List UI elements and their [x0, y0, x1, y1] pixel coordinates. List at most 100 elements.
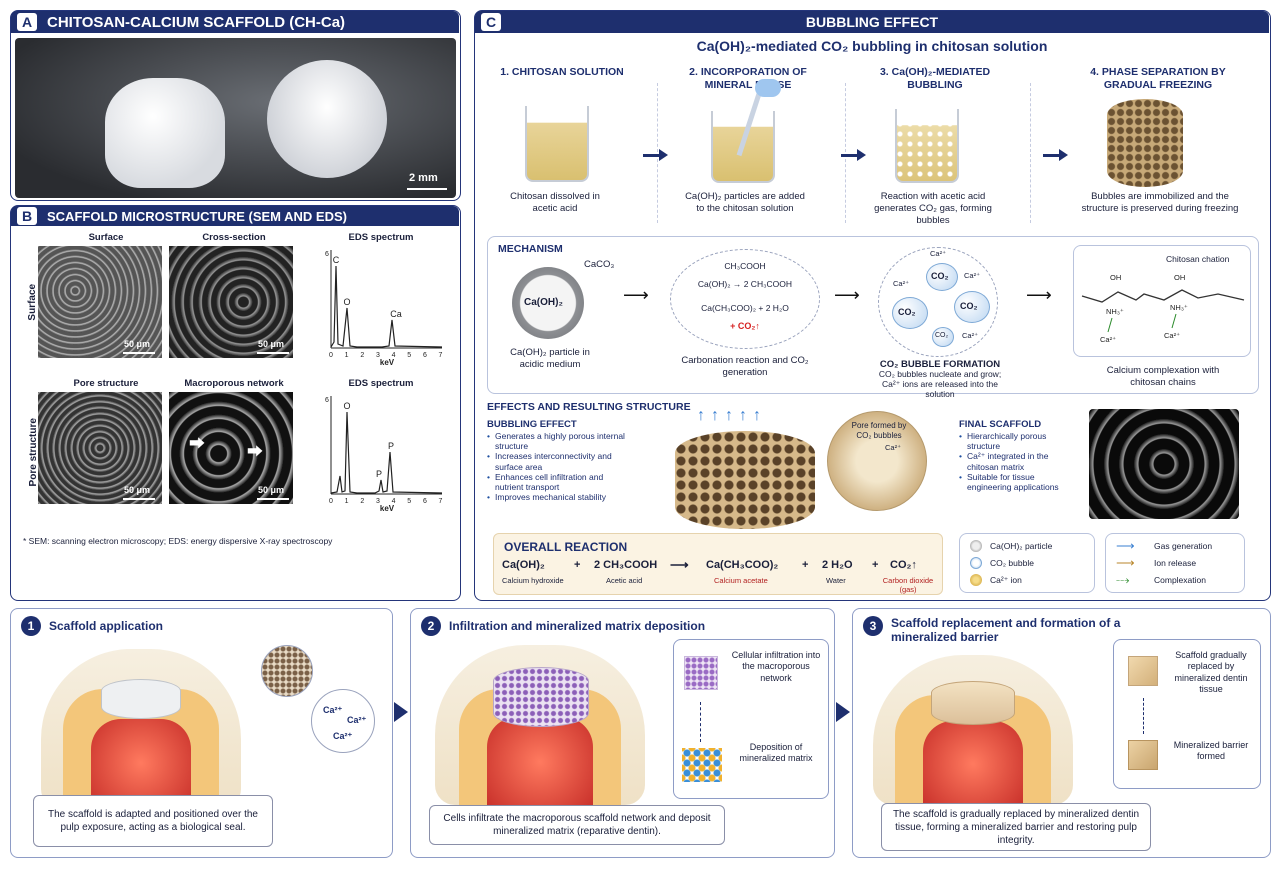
step-divider-1 — [657, 83, 658, 223]
ca-ion-3: Ca²⁺ — [964, 271, 981, 280]
eds2-peak-p2: P — [388, 441, 394, 451]
legend-arrow: Ion release — [1154, 558, 1197, 568]
eds1-tick: 6 — [423, 352, 427, 359]
bubbling-effect-title: BUBBLING EFFECT — [487, 419, 577, 430]
reaction-term: 2 CH₃COOH — [594, 559, 658, 571]
tooth-1-pulp — [91, 719, 191, 807]
bottom-3-number: 3 — [863, 616, 883, 636]
step-arrow-2-line — [841, 154, 859, 157]
step-arrow-3 — [1059, 149, 1068, 161]
legend-item: CO₂ bubble — [990, 558, 1034, 568]
chitosan-backbone — [1081, 289, 1245, 303]
col-label-cross-section: Cross-section — [202, 232, 266, 243]
matrix-cells-icon — [682, 748, 722, 782]
tooth-2-infiltrated-scaffold — [493, 667, 589, 727]
dashed-arrow-down — [700, 702, 701, 742]
reaction-plus: + — [574, 559, 581, 571]
complex-arrow-1 — [1107, 317, 1113, 333]
chitosan-title: Chitosan chation — [1166, 254, 1230, 264]
legend-ca-icon — [970, 574, 982, 586]
eds2-tick: 1 — [345, 498, 349, 505]
eds2-tick: 4 — [392, 498, 396, 505]
reaction-term: Ca(OH)₂ — [502, 559, 545, 571]
co2-bubble-3 — [954, 291, 990, 323]
infiltration-side-1: Cellular infiltration into the macroporo… — [731, 650, 821, 683]
final-scaffold-item: Hierarchically porous structure — [959, 431, 1069, 451]
step-4-title: 4. PHASE SEPARATION BY GRADUAL FREEZING — [1090, 66, 1226, 91]
step-divider-2 — [845, 83, 846, 223]
panel-c-letter: C — [481, 13, 501, 31]
legend-arrow: Complexation — [1154, 575, 1206, 585]
bottom-1-number: 1 — [21, 616, 41, 636]
bottom-panel-2: 2 Infiltration and mineralized matrix de… — [410, 608, 835, 858]
tooth-3-pulp — [923, 721, 1023, 807]
tooth-3-mineral-barrier — [931, 681, 1015, 725]
legend-box-arrows: ⟶ Gas generation ⟶ Ion release ⤏ Complex… — [1105, 533, 1245, 593]
bottom-2-header: 2 Infiltration and mineralized matrix de… — [421, 616, 705, 636]
gas-arrows-icon: ↑↑↑↑↑ — [697, 407, 767, 424]
eds2-tick: 7 — [439, 498, 443, 505]
eq-line-4: + CO₂↑ — [730, 321, 760, 331]
replacement-side-2: Mineralized barrier formed — [1173, 740, 1249, 762]
bottom-3-title: Scaffold replacement and formation of a … — [891, 616, 1121, 644]
legend-item: Ca²⁺ ion — [990, 575, 1022, 585]
eds2-xlabel: keV — [380, 504, 395, 512]
eds1-tick: 0 — [329, 352, 333, 359]
bottom-2-number: 2 — [421, 616, 441, 636]
chitosan-desc: Calcium complexation with chitosan chain… — [1106, 365, 1220, 388]
panel-c-subtitle: Ca(OH)₂-mediated CO₂ bubbling in chitosa… — [696, 38, 1048, 54]
bottom-1-title: Scaffold application — [49, 619, 164, 633]
reaction-arrow: ⟶ — [670, 557, 689, 572]
final-scaffold-sem — [1089, 409, 1239, 519]
reaction-plus: + — [802, 559, 809, 571]
reaction-term: Ca(CH₃COO)₂ — [706, 559, 779, 571]
legend-caoh2-icon — [970, 540, 982, 552]
chitosan-chain: OH OH NH₃⁺ NH₃⁺ Ca²⁺ Ca²⁺ — [1081, 273, 1245, 344]
scaffold-cylinder-left — [105, 78, 225, 188]
eds2-tick: 0 — [329, 498, 333, 505]
ca-ion-4: Ca²⁺ — [962, 331, 979, 340]
co2-bubble-2 — [892, 297, 928, 329]
eds1-tick: 3 — [376, 352, 380, 359]
beaker-chitosan — [525, 106, 589, 182]
bottom-1-header: 1 Scaffold application — [21, 616, 163, 636]
bottom-panel-1: 1 Scaffold application Ca²⁺ Ca²⁺ Ca²⁺ Th… — [10, 608, 393, 858]
step-arrow-1-line — [643, 154, 661, 157]
eds2-ticks: 0 1 2 3 4 5 6 7 — [329, 498, 443, 505]
glove-hand-icon — [755, 79, 781, 97]
caco3-label: CaCO₃ — [584, 259, 615, 270]
co2-bubble-3-label: CO₂ — [960, 301, 978, 311]
legend-arrow: Gas generation — [1154, 541, 1213, 551]
reaction-term: CO₂↑ — [890, 559, 917, 571]
bottom-panel-3: 3 Scaffold replacement and formation of … — [852, 608, 1271, 858]
arrow-mech-3: ⟶ — [1026, 285, 1052, 305]
step-1-title: 1. CHITOSAN SOLUTION — [500, 66, 624, 78]
eds1-peak-o: O — [343, 297, 350, 307]
step-4-desc: Bubbles are immobilized and the structur… — [1081, 191, 1239, 214]
reaction-plus: + — [872, 559, 879, 571]
final-scaffold-item: Ca²⁺ integrated in the chitosan matrix — [959, 451, 1069, 471]
bubble-formation-title: CO₂ BUBBLE FORMATION — [879, 359, 1001, 370]
scaffold-zoom-circle — [261, 645, 313, 697]
eds1-ticks: 0 1 2 3 4 5 6 7 — [329, 352, 443, 359]
eds-spectrum-1: C O Ca 6 0 1 2 3 4 5 6 7 keV — [325, 250, 443, 366]
legend-co2-icon — [970, 557, 982, 569]
co2-bubble-2-label: CO₂ — [898, 307, 916, 317]
step-3-title: 3. Ca(OH)₂-MEDIATED BUBBLING — [879, 66, 991, 91]
replacement-side-box: Scaffold gradually replaced by mineraliz… — [1113, 639, 1261, 789]
arrow-mech-2: ⟶ — [834, 285, 860, 305]
overall-reaction-title: OVERALL REACTION — [504, 540, 628, 554]
eds2-peak-o: O — [343, 401, 350, 411]
eds1-tick: 4 — [392, 352, 396, 359]
bubble-circle — [878, 247, 998, 357]
eds-spectrum-2: O P P 6 0 1 2 3 4 5 6 7 keV — [325, 396, 443, 512]
co2-bubble-4 — [932, 327, 954, 347]
bubbling-effect-list: Generates a highly porous internal struc… — [487, 431, 627, 503]
eds1-peak-c: C — [333, 255, 340, 265]
scaffold-cylinder-right — [267, 60, 387, 178]
eq-line-1: CH₃COOH — [724, 261, 766, 271]
mechanism-title: MECHANISM — [498, 243, 563, 255]
legend-item: Ca(OH)₂ particle — [990, 541, 1053, 551]
eds1-tick: 2 — [360, 352, 364, 359]
eds1-trace — [330, 265, 443, 348]
